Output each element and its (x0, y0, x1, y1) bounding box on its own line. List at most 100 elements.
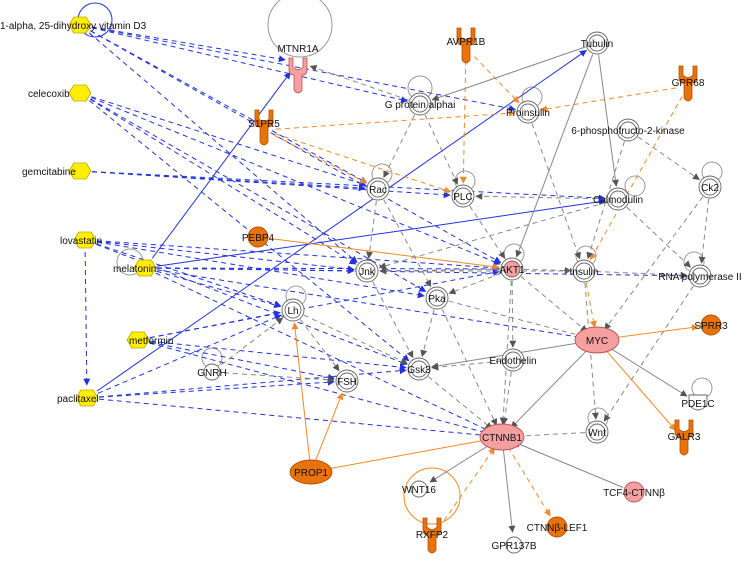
edge-ck2-myc (604, 196, 704, 331)
edge-rnapol-wnt (603, 285, 694, 422)
node-calmodulin[interactable]: Calmodulin (593, 187, 643, 211)
node-ck2[interactable]: Ck2 (698, 175, 722, 199)
node-gprot[interactable]: G protein alphai (385, 92, 456, 116)
edge-prop1-ctnnb1 (322, 437, 490, 471)
complex-inner-icon (411, 95, 429, 113)
complex-inner-icon (519, 103, 537, 121)
edge-gemcitabine-rac (91, 171, 366, 192)
ellipse-icon (479, 423, 525, 451)
node-insulin[interactable]: Insulin (570, 259, 599, 283)
edge-gpr68-proinsulin (540, 87, 677, 113)
edge-metformin-gsk3 (149, 340, 407, 371)
edge-myc-ctnnb1 (510, 348, 589, 429)
node-label-avpr1b: AVPR1B (447, 37, 486, 48)
edge-lovastatin-pka (96, 241, 425, 299)
drug-hexagon-icon (68, 84, 92, 102)
edge-vitd3-gprot (91, 27, 409, 104)
node-gnrh[interactable]: GNRH (197, 363, 227, 381)
node-metformin[interactable]: metformin (126, 331, 173, 349)
node-tcf4[interactable]: TCF4-CTNNβ (603, 481, 665, 503)
edge-paclitaxel-lh (97, 314, 282, 394)
node-myc[interactable]: MYC (574, 326, 620, 354)
edge-vitd3-rac (90, 30, 368, 184)
node-avpr1b[interactable]: AVPR1B (447, 27, 486, 64)
edge-calmodulin-rnapol (626, 206, 692, 268)
edge-vitd3-mtnr1a (91, 26, 286, 63)
node-gemcitabine[interactable]: gemcitabine (22, 162, 92, 180)
edge-avpr1b-proinsulin (473, 56, 520, 104)
edge-celecoxib-jnk (89, 98, 357, 265)
receptor-icon (288, 57, 308, 94)
node-label-paclitaxel: paclitaxel (57, 394, 99, 405)
node-ctnnblef1[interactable]: CTNNβ-LEF1 (527, 516, 588, 538)
node-wnt16[interactable]: WNT16 (402, 480, 436, 498)
node-label-tcf4: TCF4-CTNNβ (603, 488, 665, 499)
node-rnapol[interactable]: RNA polymerase II (658, 264, 742, 288)
node-mtnr1a[interactable]: MTNR1A (277, 44, 319, 94)
node-sprr3[interactable]: SPRR3 (694, 314, 728, 336)
edge-lovastatin-jnk (96, 240, 355, 273)
node-pebp4[interactable]: PEBP4 (242, 226, 275, 248)
edge-celecoxib-akt1 (90, 97, 501, 265)
node-paclitaxel[interactable]: paclitaxel (57, 389, 99, 407)
edge-melatonin-calmodulin (156, 198, 606, 267)
node-label-sprr3: SPRR3 (694, 321, 728, 332)
node-celecoxib[interactable]: celecoxib (28, 84, 92, 102)
node-label-jnk: Jnk (359, 267, 376, 278)
circle-icon (410, 480, 428, 498)
edge-calmodulin-jnk (378, 201, 607, 270)
node-label-pka: Pka (428, 294, 446, 305)
drug-hexagon-icon (68, 16, 92, 34)
node-label-calmodulin: Calmodulin (593, 195, 643, 206)
node-wnt[interactable]: Wnt (585, 420, 609, 444)
receptor-icon (678, 65, 698, 102)
complex-inner-icon (691, 267, 709, 285)
node-pka[interactable]: Pka (425, 286, 449, 310)
node-endothelin[interactable]: Endothelin (489, 348, 537, 372)
node-label-endothelin: Endothelin (489, 356, 536, 367)
edge-rxfp2-ctnnb1 (438, 447, 496, 529)
node-tubulin[interactable]: Tubulin (581, 31, 613, 55)
node-gpr137b[interactable]: GPR137B (491, 536, 537, 554)
edge-paclitaxel-fsh (98, 378, 335, 398)
node-plc[interactable]: PLC (451, 184, 475, 208)
node-label-gsk3: Gsk3 (407, 365, 431, 376)
edge-tubulin-akt1 (515, 54, 594, 258)
edge-rac-jnk (366, 200, 377, 259)
edge-ctnnb1-gpr137b (502, 448, 516, 533)
node-proinsulin[interactable]: Proinsulin (506, 100, 550, 124)
complex-inner-icon (609, 190, 627, 208)
node-akt1[interactable]: AKT1 (499, 257, 525, 281)
node-gsk3[interactable]: Gsk3 (407, 357, 431, 381)
edge-myc-pde1c (606, 345, 688, 397)
node-rac[interactable]: Rac (366, 177, 390, 201)
complex-inner-icon (454, 187, 472, 205)
node-gpr68[interactable]: GPR68 (672, 65, 705, 102)
node-pfk2[interactable]: 6-phosphofructo-2-kinase (571, 118, 685, 142)
node-lh[interactable]: Lh (281, 298, 305, 322)
node-label-s1pr5: S1PR5 (248, 119, 280, 130)
node-rxfp2[interactable]: RXFP2 (416, 517, 449, 554)
node-jnk[interactable]: Jnk (355, 259, 379, 283)
edge-celecoxib-gsk3 (88, 100, 410, 362)
node-ctnnb1[interactable]: CTNNB1 (479, 423, 525, 451)
receptor-icon (674, 419, 694, 456)
edge-akt1-ctnnb1 (499, 280, 512, 425)
circle-icon (247, 226, 269, 248)
node-melatonin[interactable]: melatonin (113, 259, 157, 277)
node-label-pfk2: 6-phosphofructo-2-kinase (571, 126, 685, 137)
edge-endothelin-ctnnb1 (501, 371, 512, 425)
node-s1pr5[interactable]: S1PR5 (248, 109, 280, 146)
node-lovastatin[interactable]: lovastatin (60, 231, 102, 249)
node-pde1c[interactable]: PDE1C (681, 394, 715, 411)
node-prop1[interactable]: PROP1 (289, 459, 333, 485)
node-label-rnapol: RNA polymerase II (658, 272, 741, 283)
edge-lh-gsk3 (303, 314, 408, 364)
node-vitd3[interactable]: 1-alpha, 25-dihydroxy vitamin D3 (0, 16, 147, 34)
ellipse-icon (574, 326, 620, 354)
edge-prop1-fsh (314, 392, 344, 462)
node-fsh[interactable]: FSH (335, 369, 359, 393)
complex-inner-icon (338, 372, 356, 390)
node-galr3[interactable]: GALR3 (668, 419, 701, 456)
